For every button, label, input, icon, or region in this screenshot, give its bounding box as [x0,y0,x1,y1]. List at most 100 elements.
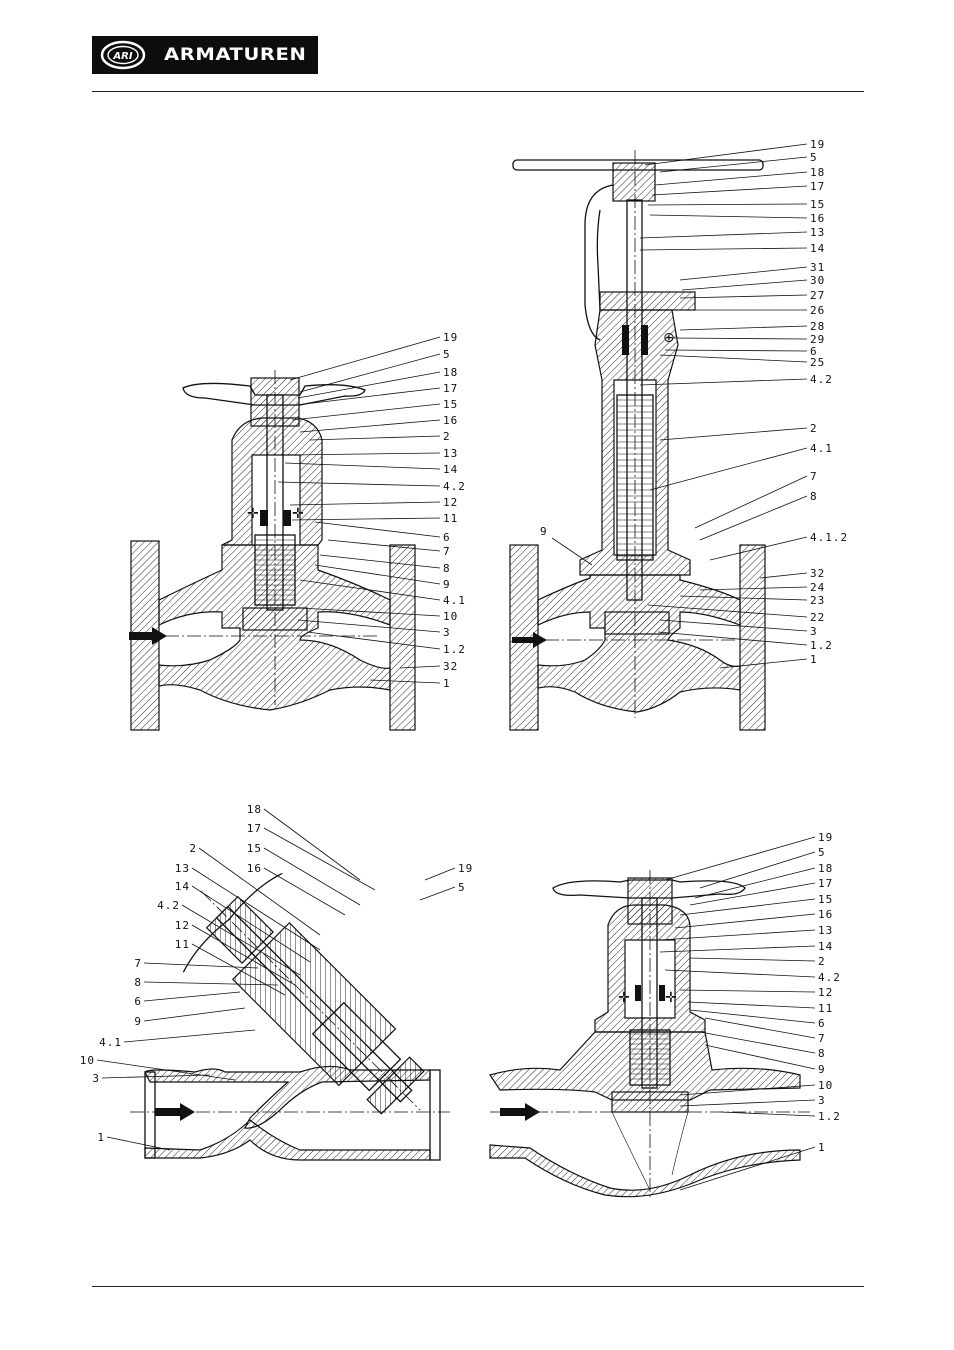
part-label: 30 [810,274,825,287]
leader-line [144,963,258,968]
part-label: 7 [443,545,451,558]
leader-line [320,555,440,568]
leader-line [680,1100,815,1106]
part-label: 10 [818,1079,833,1092]
part-label: 15 [810,198,825,211]
leader-line [650,215,807,218]
part-label: 14 [818,940,833,953]
part-label: 4.1 [810,442,833,455]
part-label: 32 [443,660,458,673]
leader-line [315,522,440,537]
part-label: 9 [443,578,451,591]
leader-line [680,990,815,992]
part-label: 9 [134,1015,142,1028]
leader-line [655,172,807,185]
part-label: 13 [175,862,190,875]
leader-line [420,887,455,900]
part-label: 3 [810,625,818,638]
part-label: 4.2 [157,899,180,912]
part-label: 16 [818,908,833,921]
handwheel-hub [613,163,655,201]
part-label: 1 [810,653,818,666]
part-label: 9 [818,1063,826,1076]
leader-line [680,1147,815,1190]
part-label: 1.2 [810,639,833,652]
valve-disc [605,612,669,634]
leader-line [672,338,807,339]
part-label: 4.2 [818,971,841,984]
leader-line [660,355,807,362]
part-label: 13 [443,447,458,460]
part-label: 6 [443,531,451,544]
part-label: 1 [443,677,451,690]
right-socket [430,1070,440,1160]
crosshair-icon: ✛ [247,506,259,522]
valve-body-bottom [490,1145,800,1197]
leader-line [296,388,440,405]
leader-line [552,538,592,565]
valve-drawing-top-right: ⊕ 1951817151613143130272628296254.224.17… [510,138,848,730]
part-label: 5 [458,881,466,894]
part-label: 15 [247,842,262,855]
part-label: 1 [97,1131,105,1144]
leader-line [652,186,807,195]
gland-flange [600,292,695,310]
part-label: 14 [175,880,190,893]
leader-line [298,620,440,632]
part-label: 24 [810,581,825,594]
part-label: 1.2 [818,1110,841,1123]
part-label: 5 [443,348,451,361]
leader-line [300,354,440,392]
leader-line [310,436,440,440]
part-label: 12 [443,496,458,509]
part-label: 23 [810,594,825,607]
packing-left [260,510,268,526]
leader-line [690,1010,815,1023]
leader-line [124,1030,255,1042]
part-label: 7 [818,1032,826,1045]
part-label: 7 [134,957,142,970]
leader-line [690,958,815,961]
right-flange [390,545,415,730]
leader-line [144,992,240,1001]
leader-line [650,448,807,490]
part-label: 4.1.2 [810,531,848,544]
part-label: 5 [818,846,826,859]
part-label: 22 [810,611,825,624]
leader-line [144,1008,245,1021]
part-label: 2 [443,430,451,443]
leader-line [640,248,807,250]
leader-line [290,337,440,380]
leader-line [328,540,440,551]
part-label: 16 [810,212,825,225]
leader-line [695,476,807,528]
leader-line [640,232,807,238]
part-label: 18 [810,166,825,179]
part-label: 8 [443,562,451,575]
right-flange [740,545,765,730]
part-label: 13 [818,924,833,937]
part-label: 17 [247,822,262,835]
valve-drawing-bottom-right: ✛ ✛ 19518171516131424.2121167891031.21 [490,831,841,1200]
part-label: 4.1 [99,1036,122,1049]
valve-drawing-top-left: ✛ ✛ 19518171516213144.2121167894.11031.2… [129,331,466,730]
leader-line [107,1137,170,1150]
part-label: 19 [810,138,825,151]
leader-line [682,280,807,290]
part-label: 17 [443,382,458,395]
part-label: 18 [443,366,458,379]
part-label: 15 [443,398,458,411]
crosshair-icon: ✛ [618,990,630,1006]
bonnet [222,418,322,545]
part-label: 11 [443,512,458,525]
leader-line [300,420,440,432]
leader-line [680,295,807,298]
leader-line [648,204,807,205]
leader-line [264,868,345,915]
part-label: 13 [810,226,825,239]
part-label: 6 [134,995,142,1008]
part-label: 1 [818,1141,826,1154]
leader-line [680,267,807,280]
part-label: 19 [818,831,833,844]
part-label: 14 [810,242,825,255]
